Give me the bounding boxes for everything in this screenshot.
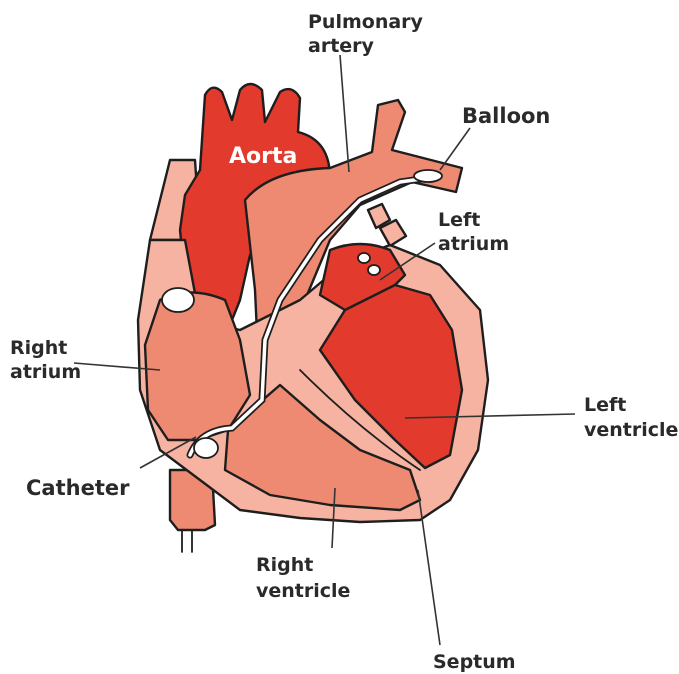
label-left-atrium-line1: Left xyxy=(438,209,480,231)
label-right-atrium-line1: Right xyxy=(10,337,67,359)
label-pulmonary-artery-line1: Pulmonary xyxy=(308,11,424,33)
label-septum: Septum xyxy=(433,651,516,673)
label-right-atrium-line2: atrium xyxy=(10,361,81,383)
label-left-ventricle-line1: Left xyxy=(584,394,626,416)
label-aorta: Aorta xyxy=(229,144,297,169)
label-right-ventricle-line2: ventricle xyxy=(256,580,350,602)
label-pulmonary-artery-line2: artery xyxy=(308,35,375,57)
label-left-ventricle-line2: ventricle xyxy=(584,419,678,441)
label-right-ventricle-line1: Right xyxy=(256,554,313,576)
label-left-atrium-line2: atrium xyxy=(438,233,509,255)
label-catheter: Catheter xyxy=(26,476,130,500)
label-balloon: Balloon xyxy=(462,104,550,128)
